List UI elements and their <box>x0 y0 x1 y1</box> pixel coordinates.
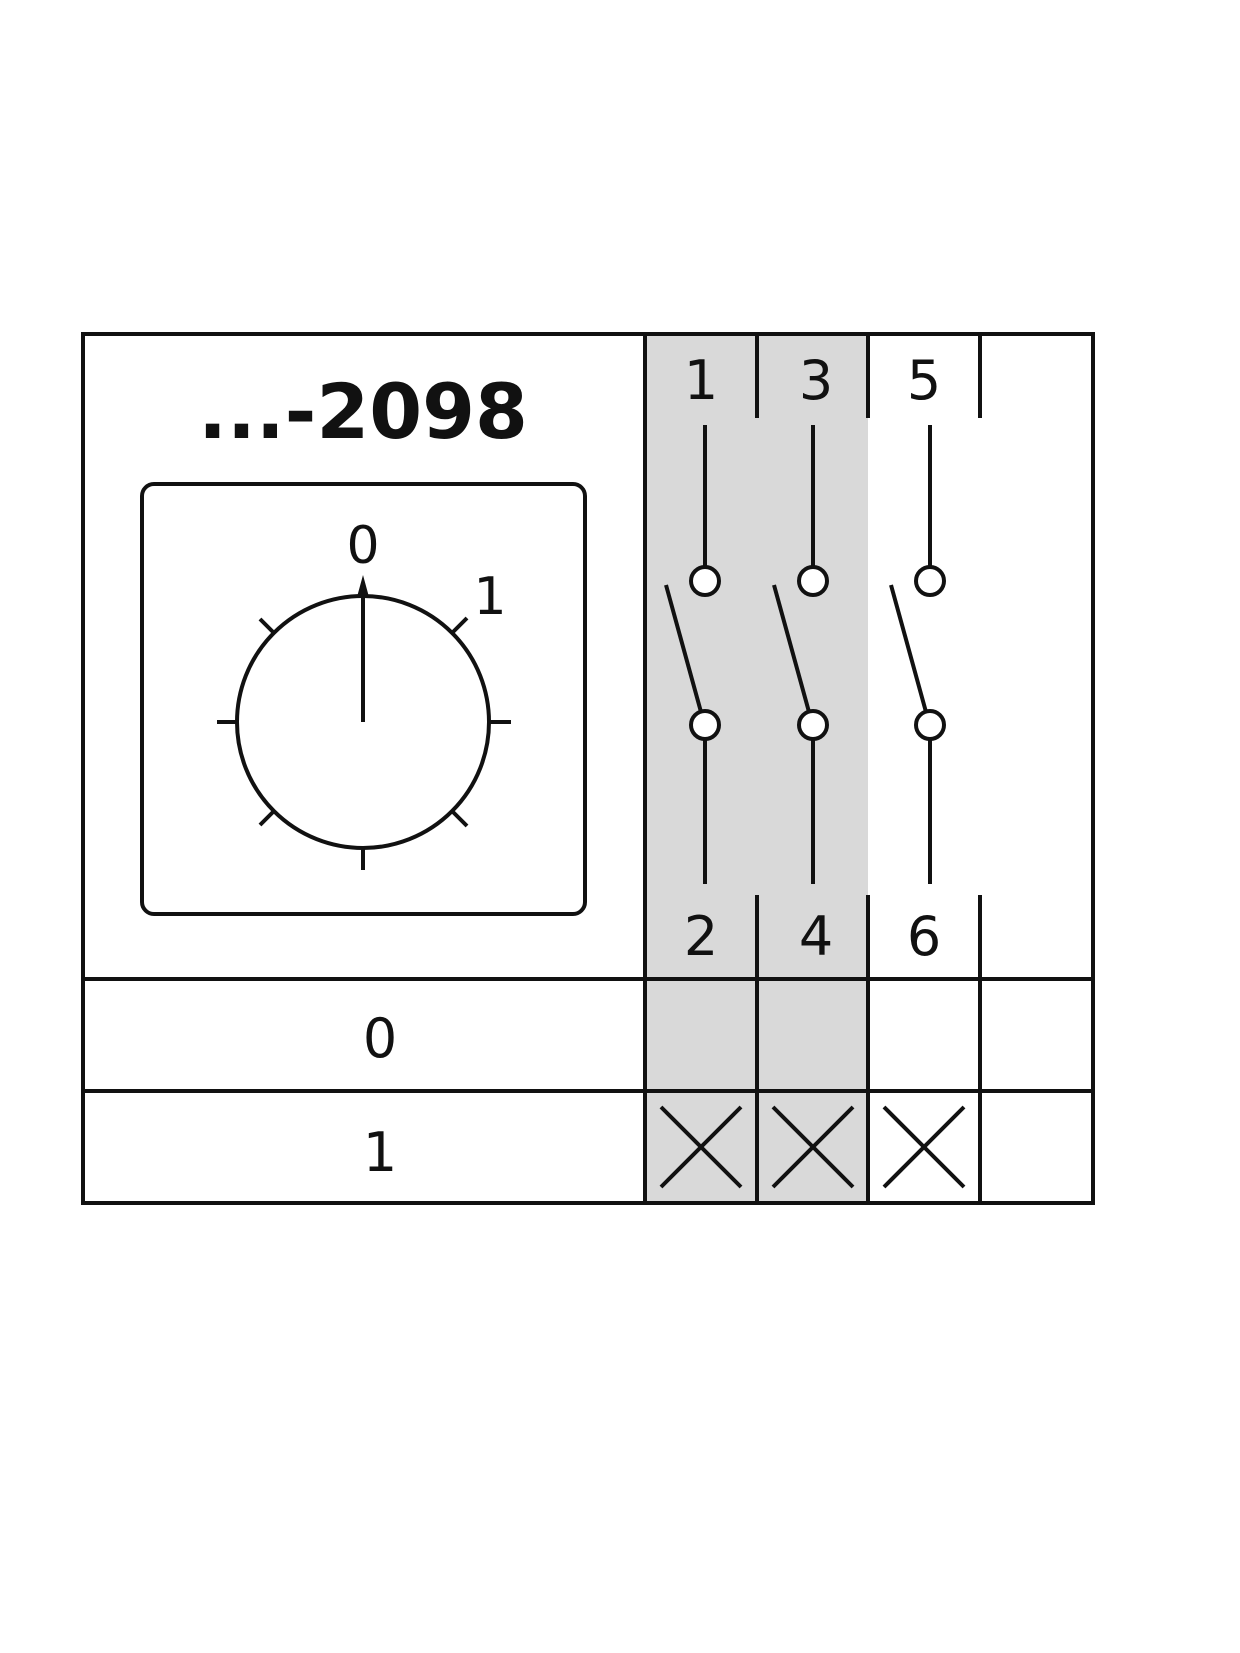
contact-switch-5-6-icon <box>889 425 946 884</box>
closed-mark-x-icon-col1 <box>659 1105 743 1189</box>
terminal-label-5: 5 <box>907 349 941 412</box>
dial-pointer-icon <box>357 575 369 722</box>
dial-ticks <box>217 616 511 870</box>
dial-panel <box>140 482 587 916</box>
table-position-0: 0 <box>363 1007 397 1070</box>
shade-column-1-2 <box>645 334 757 1203</box>
dial-position-label-1: 1 <box>473 567 506 627</box>
model-title: ...-2098 <box>198 367 528 456</box>
closed-mark-x-icon-col2 <box>771 1105 855 1189</box>
terminal-label-2: 2 <box>684 905 718 968</box>
contact-switch-1-2-icon <box>664 425 721 884</box>
table-position-1: 1 <box>363 1121 397 1184</box>
outer-frame <box>81 332 1095 1205</box>
closed-mark-x-icon-col3 <box>882 1105 966 1189</box>
terminal-label-6: 6 <box>907 905 941 968</box>
terminal-label-4: 4 <box>799 905 833 968</box>
terminal-label-1: 1 <box>684 349 718 412</box>
contact-switch-3-4-icon <box>772 425 829 884</box>
terminal-label-3: 3 <box>799 349 833 412</box>
dial-position-label-0: 0 <box>346 516 379 576</box>
